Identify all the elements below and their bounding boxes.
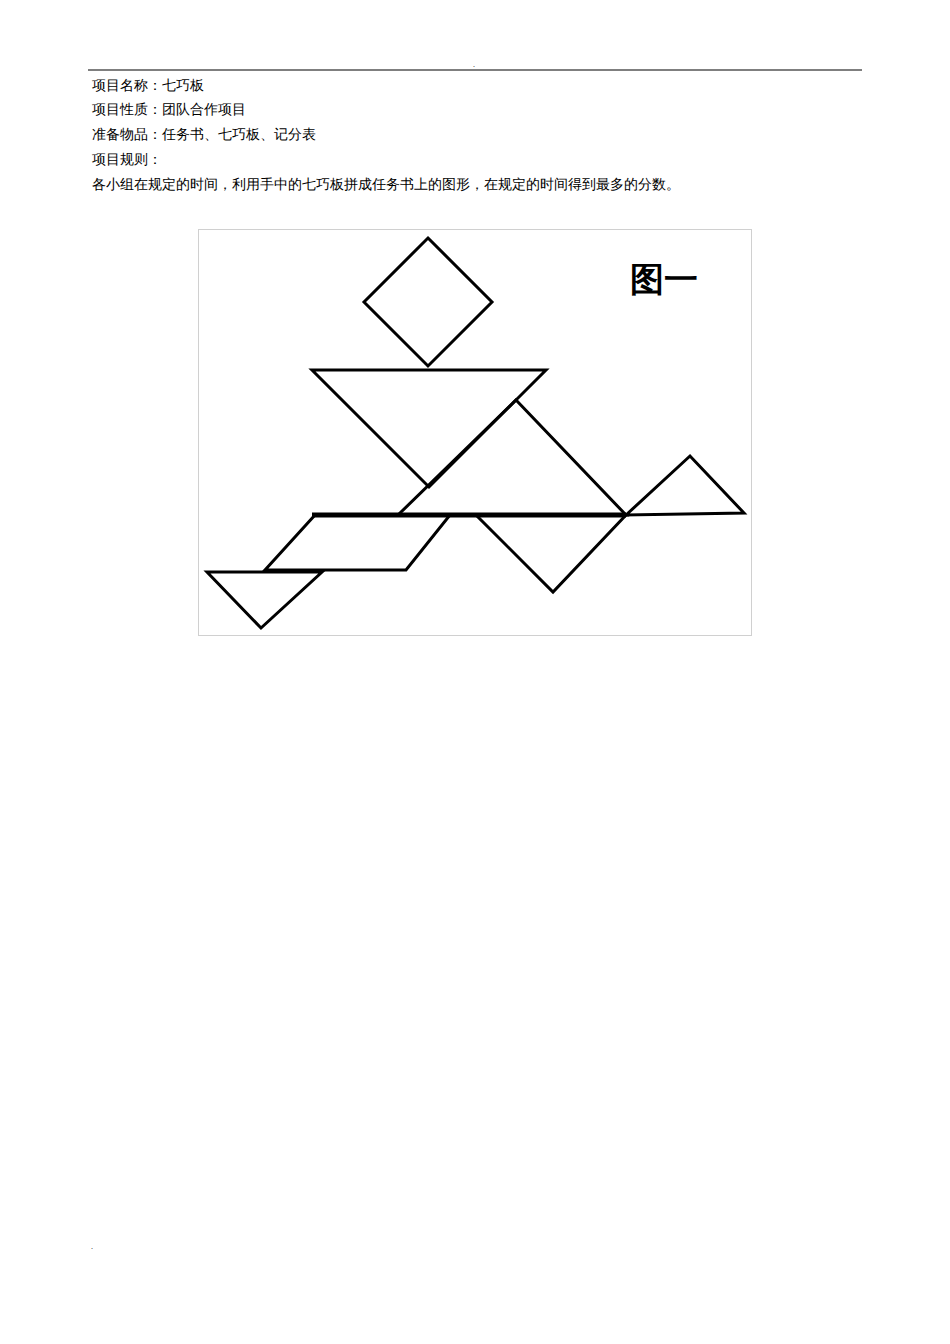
tangram-small-triangle <box>207 572 322 628</box>
tangram-large-triangle <box>398 400 626 515</box>
tangram-square <box>364 238 492 366</box>
info-line: 项目名称：七巧板 <box>92 77 204 95</box>
tangram-parallelogram <box>265 515 450 570</box>
rule-text: 各小组在规定的时间，利用手中的七巧板拼成任务书上的图形，在规定的时间得到最多的分… <box>92 176 680 194</box>
info-line: 项目性质：团队合作项目 <box>92 101 246 119</box>
page-mark: . <box>473 60 475 70</box>
tangram-small-triangle <box>626 456 744 515</box>
info-line: 准备物品：任务书、七巧板、记分表 <box>92 126 316 144</box>
tangram-large-triangle <box>312 370 546 487</box>
figure-frame <box>199 230 752 636</box>
tangram-medium-triangle <box>476 515 626 592</box>
tangram-base-line <box>312 513 626 518</box>
page-mark: . <box>91 1242 93 1252</box>
figure-label: 图一 <box>630 260 698 298</box>
header-rule <box>88 69 862 70</box>
info-line: 项目规则： <box>92 151 162 169</box>
